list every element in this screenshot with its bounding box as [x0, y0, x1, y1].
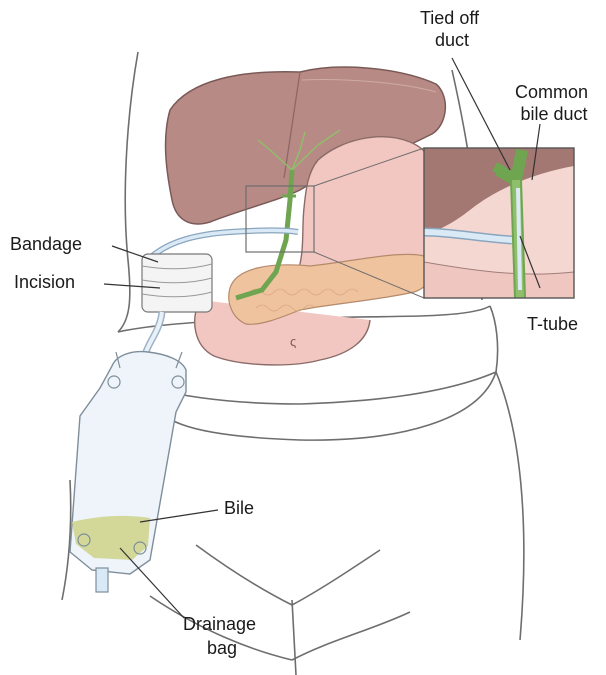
label-bile: Bile [224, 498, 254, 518]
bandage [142, 254, 212, 312]
zoom-inset [424, 148, 574, 298]
svg-text:ς: ς [290, 334, 296, 349]
label-t-tube: T-tube [527, 314, 578, 334]
label-incision: Incision [14, 272, 75, 292]
label-tied-off-duct: Tied off duct [420, 8, 484, 50]
label-common-bile-duct: Common bile duct [515, 82, 593, 124]
label-bandage: Bandage [10, 234, 82, 254]
